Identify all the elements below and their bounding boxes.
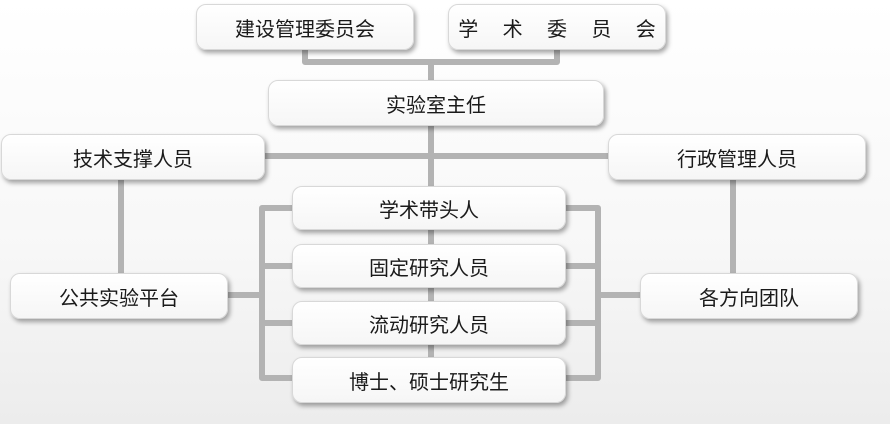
lab-director-box: 实验室主任 (268, 80, 604, 126)
research-teams-box: 各方向团队 (640, 273, 858, 319)
admin-staff-box: 行政管理人员 (608, 134, 866, 180)
connector-left-bracket (259, 205, 295, 381)
academic-leader-box: 学术带头人 (292, 186, 566, 230)
fixed-researchers-box: 固定研究人员 (292, 244, 566, 288)
construction-committee-box: 建设管理委员会 (196, 4, 414, 50)
public-platform-box: 公共实验平台 (10, 273, 228, 319)
mobile-researchers-box: 流动研究人员 (292, 301, 566, 345)
tech-support-box: 技术支撑人员 (1, 134, 265, 180)
academic-committee-box: 学 术 委 员 会 (448, 4, 666, 50)
graduate-students-box: 博士、硕士研究生 (292, 357, 566, 403)
connector-right-bracket (563, 205, 601, 381)
